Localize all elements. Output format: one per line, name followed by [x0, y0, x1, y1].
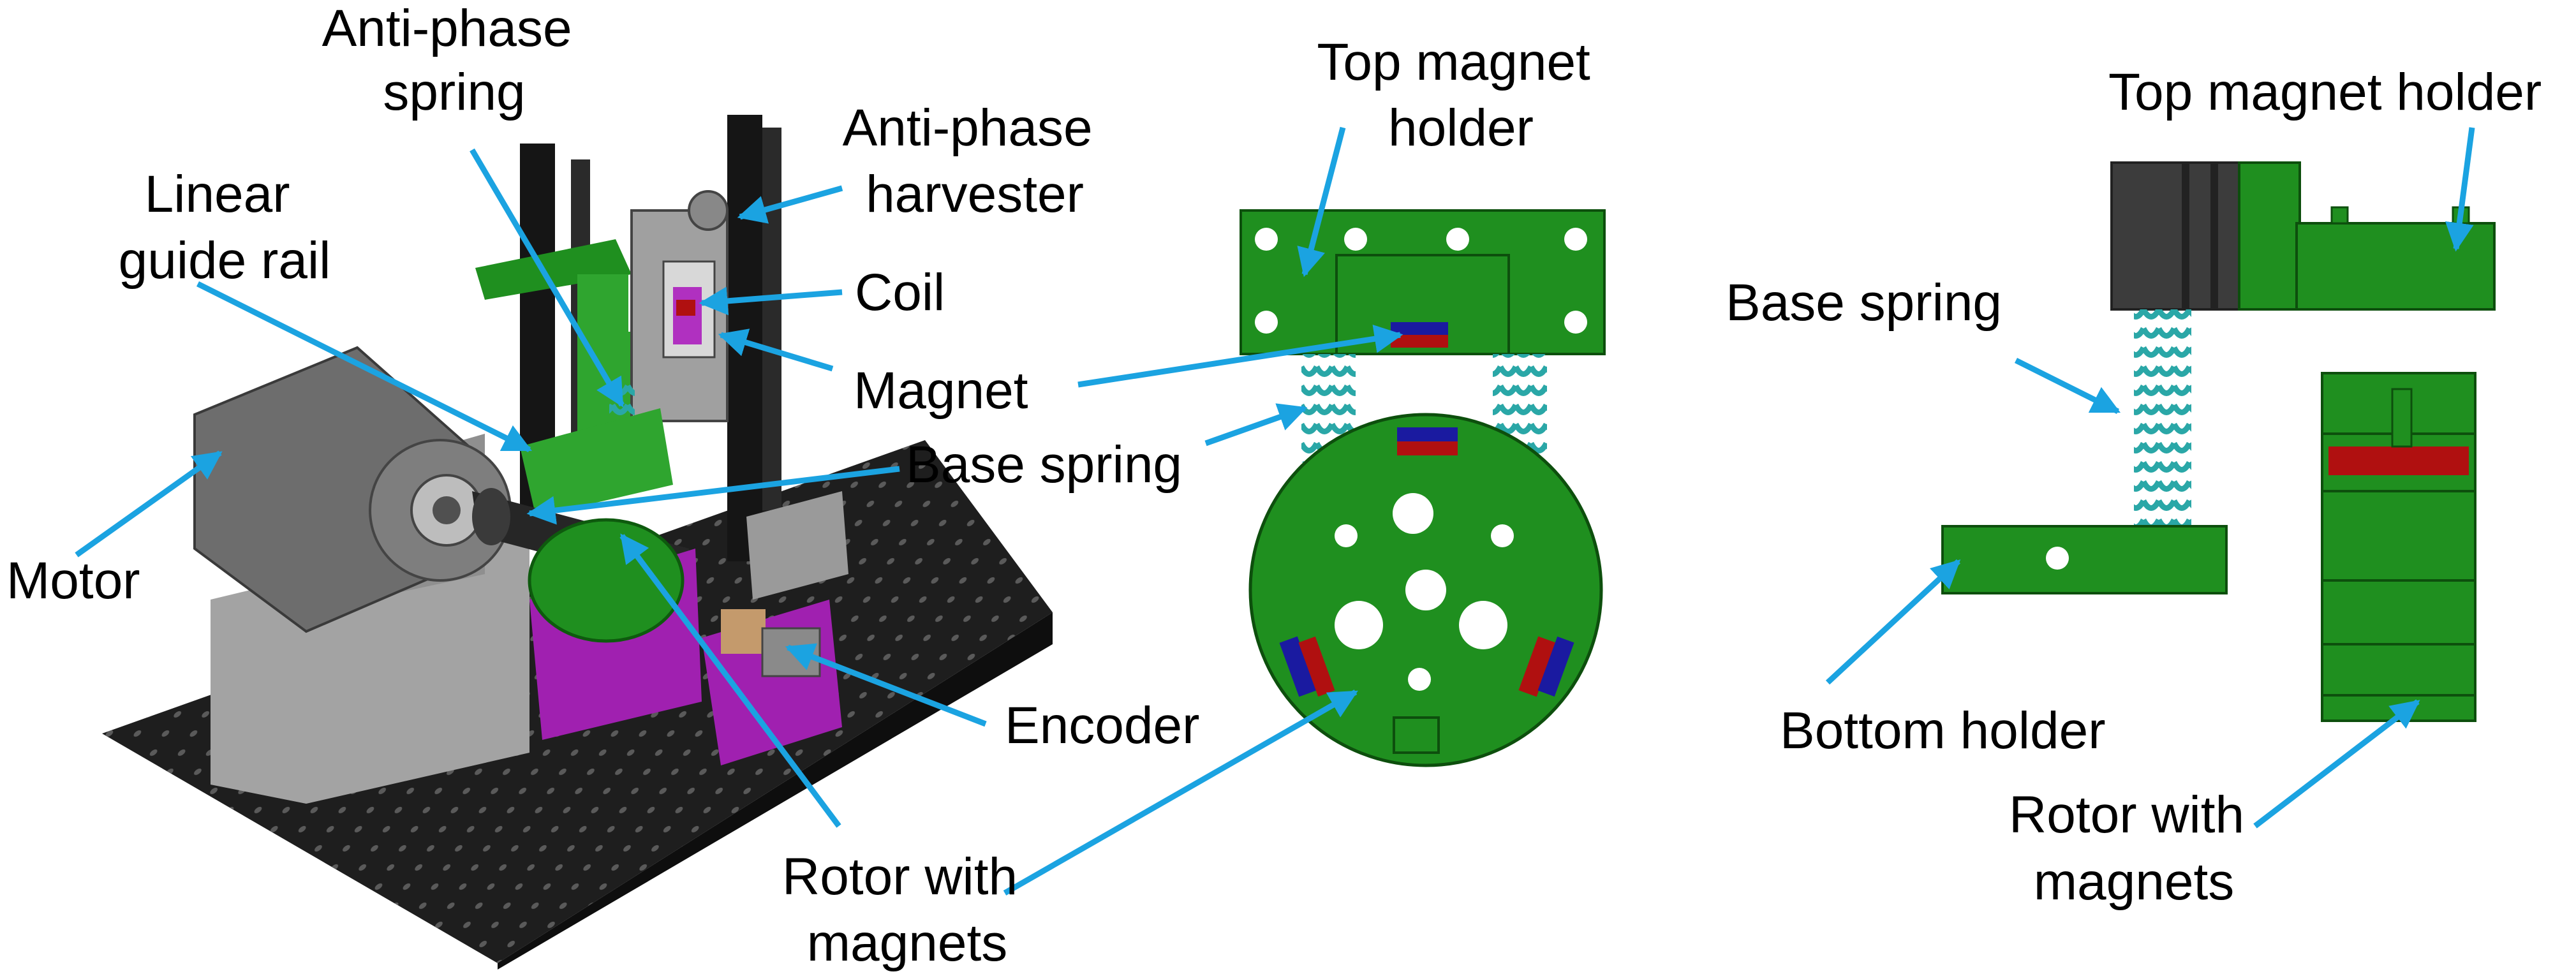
arrow-magnet-mid	[1077, 324, 1403, 388]
arrow-coil	[699, 286, 843, 316]
label-top-magnet-holder-mid: Top magnet holder	[1317, 33, 1604, 157]
leader-arrows	[75, 126, 2475, 896]
labels: Anti-phase spring Anti-phase harvester L…	[6, 0, 2542, 972]
arrow-motor	[75, 450, 223, 557]
rear-bracket	[746, 491, 848, 600]
label-rotor-with-magnets-right: Rotor with magnets	[2009, 786, 2259, 911]
arrow-anti-phase-harvester	[737, 185, 843, 224]
arrow-rotor-mid	[1003, 690, 1358, 896]
rotor-detail-drawing	[1240, 209, 1606, 767]
arrow-rotor-right	[2253, 699, 2420, 829]
label-top-magnet-holder-right: Top magnet holder	[2108, 63, 2542, 121]
side-view-drawing	[1941, 161, 2496, 722]
side-bottom-holder-part	[1941, 525, 2228, 594]
arrow-base-spring-right	[2014, 357, 2121, 415]
arrow-top-magnet-holder-mid	[1297, 126, 1346, 277]
arrow-top-magnet-holder-right	[2445, 127, 2475, 252]
label-base-spring-main: Base spring	[906, 436, 1182, 494]
label-base-spring-right: Base spring	[1726, 274, 2002, 332]
arrow-magnet-left	[718, 328, 834, 372]
arrow-linear-guide-rail	[196, 281, 533, 453]
label-encoder: Encoder	[1005, 697, 1199, 755]
label-anti-phase-harvester: Anti-phase harvester	[843, 99, 1107, 223]
label-rotor-with-magnets-main: Rotor with magnets	[782, 848, 1032, 972]
carriage-block	[520, 408, 673, 517]
anti-phase-harvester-part	[630, 190, 729, 422]
arrow-bottom-holder	[1825, 559, 1961, 685]
label-coil: Coil	[855, 263, 945, 321]
label-anti-phase-spring: Anti-phase spring	[322, 0, 587, 121]
arrow-encoder	[785, 643, 987, 727]
side-base-spring-part	[2134, 309, 2191, 526]
arrow-rotor-left	[619, 533, 841, 828]
side-top-magnet-holder	[2110, 161, 2496, 311]
top-magnet-holder-plate	[1240, 209, 1606, 355]
arrow-base-spring-left	[526, 466, 900, 525]
vertical-posts	[520, 115, 781, 561]
assembly-drawing	[102, 115, 1053, 970]
label-magnet: Magnet	[854, 362, 1028, 420]
arrow-anti-phase-spring	[470, 148, 625, 408]
rotor-disk	[1248, 413, 1603, 767]
label-linear-guide-rail: Linear guide rail	[119, 165, 331, 290]
label-bottom-holder: Bottom holder	[1780, 702, 2106, 760]
side-rotor-part	[2321, 372, 2476, 722]
label-motor: Motor	[6, 552, 140, 610]
motor-part	[193, 346, 512, 633]
arrow-base-spring-mid	[1204, 403, 1308, 446]
